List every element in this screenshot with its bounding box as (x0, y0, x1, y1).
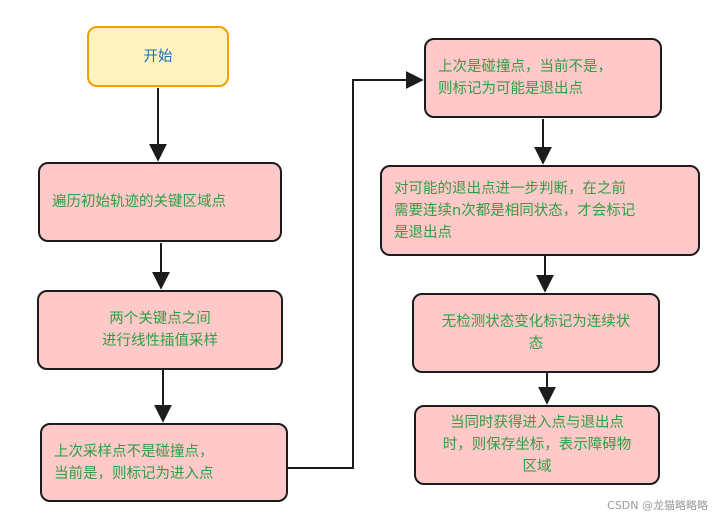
node-mark-entry-point-label: 上次采样点不是碰撞点， 当前是，则标记为进入点 (54, 443, 214, 482)
node-save-obstacle-region: 当同时获得进入点与退出点 时，则保存坐标，表示障碍物 区域 (414, 405, 660, 485)
watermark: CSDN @龙猫略略略 (607, 499, 708, 512)
node-confirm-exit-point: 对可能的退出点进一步判断，在之前 需要连续n次都是相同状态，才会标记 是退出点 (380, 165, 700, 256)
node-mark-possible-exit-point-label: 上次是碰撞点，当前不是， 则标记为可能是退出点 (438, 59, 612, 97)
node-save-obstacle-region-label: 当同时获得进入点与退出点 时，则保存坐标，表示障碍物 区域 (442, 415, 632, 475)
node-confirm-exit-point-label: 对可能的退出点进一步判断，在之前 需要连续n次都是相同状态，才会标记 是退出点 (394, 180, 636, 241)
start-node: 开始 (87, 26, 229, 87)
node-linear-interpolation: 两个关键点之间 进行线性插值采样 (37, 290, 283, 370)
node-continuous-state: 无检测状态变化标记为连续状 态 (412, 293, 660, 373)
arrow-n3-to-n4 (288, 71, 424, 469)
node-mark-possible-exit-point: 上次是碰撞点，当前不是， 则标记为可能是退出点 (424, 38, 662, 118)
node-mark-entry-point: 上次采样点不是碰撞点， 当前是，则标记为进入点 (40, 423, 288, 502)
start-node-label: 开始 (143, 48, 173, 65)
node-linear-interpolation-label: 两个关键点之间 进行线性插值采样 (102, 311, 218, 349)
node-continuous-state-label: 无检测状态变化标记为连续状 态 (441, 314, 631, 352)
node-traverse-key-points: 遍历初始轨迹的关键区域点 (38, 162, 282, 242)
node-traverse-key-points-label: 遍历初始轨迹的关键区域点 (52, 194, 226, 210)
